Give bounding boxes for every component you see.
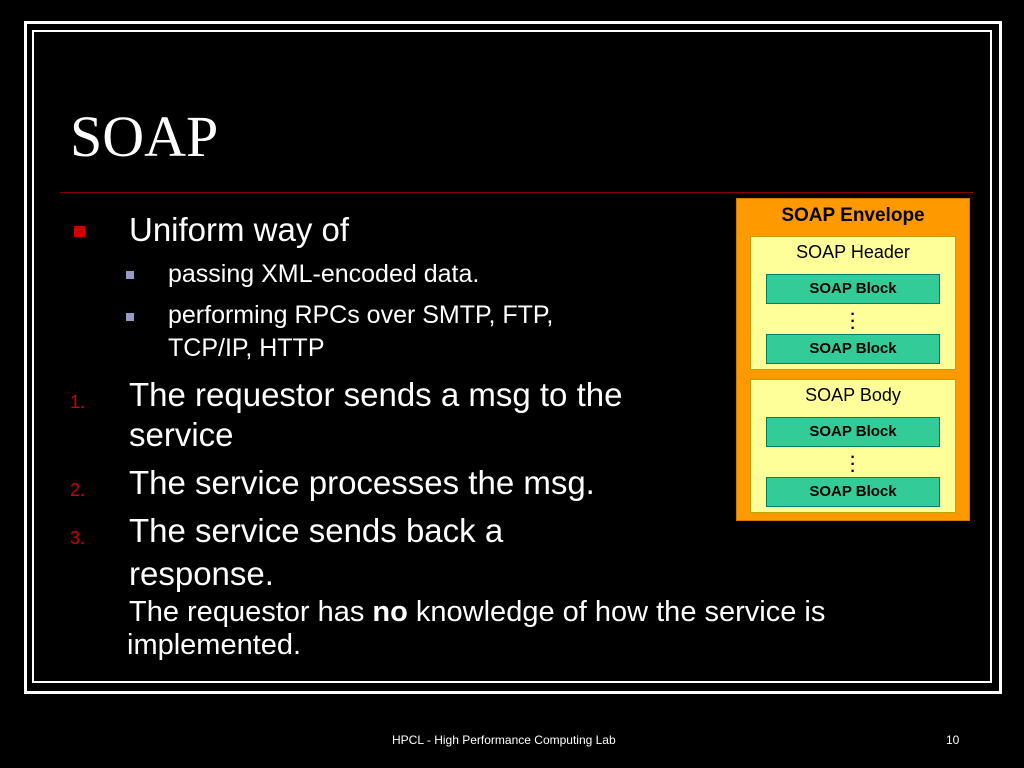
sub-bullet-text: passing XML-encoded data.: [168, 260, 480, 288]
sub-bullet-icon: [126, 271, 134, 279]
sub-bullet-text: TCP/IP, HTTP: [168, 334, 325, 362]
soap-block: SOAP Block: [766, 477, 940, 507]
step-text: response.: [129, 555, 274, 592]
slide-frame-outer: [24, 21, 1002, 694]
slide-frame-inner: [32, 30, 992, 683]
page-number: 10: [946, 733, 960, 747]
footer-text: HPCL - High Performance Computing Lab: [392, 733, 616, 747]
soap-block: SOAP Block: [766, 274, 940, 304]
soap-block: SOAP Block: [766, 417, 940, 447]
bullet-square-icon: [74, 226, 85, 237]
step-text: The service sends back a: [129, 512, 504, 549]
step-number: 2.: [70, 480, 86, 500]
header-title: SOAP Header: [796, 242, 910, 262]
step-text: The requestor sends a msg to the: [129, 376, 623, 413]
bullet-main-text: Uniform way of: [129, 211, 350, 248]
sub-bullet-text: performing RPCs over SMTP, FTP,: [168, 301, 554, 329]
soap-envelope-diagram: SOAP Envelope SOAP Header SOAP Block ···…: [736, 198, 970, 521]
soap-body-panel: SOAP Body SOAP Block ··· SOAP Block: [750, 379, 956, 513]
body-title: SOAP Body: [805, 385, 901, 405]
title-divider: [60, 192, 973, 193]
slide-title: SOAP: [70, 104, 219, 169]
note-emphasis: no: [372, 596, 408, 628]
sub-bullet-icon: [126, 313, 134, 321]
step-number: 1.: [70, 392, 86, 412]
vertical-ellipsis-icon: ···: [850, 306, 856, 337]
envelope-title: SOAP Envelope: [781, 205, 925, 226]
soap-header-panel: SOAP Header SOAP Block ··· SOAP Block: [750, 236, 956, 370]
step-number: 3.: [70, 528, 86, 548]
step-text: The service processes the msg.: [129, 464, 595, 501]
vertical-ellipsis-icon: ···: [850, 449, 856, 480]
note-line-1: The requestor has no knowledge of how th…: [129, 596, 826, 628]
soap-block: SOAP Block: [766, 334, 940, 364]
note-line-2: implemented.: [127, 629, 302, 661]
step-text: service: [129, 416, 234, 453]
